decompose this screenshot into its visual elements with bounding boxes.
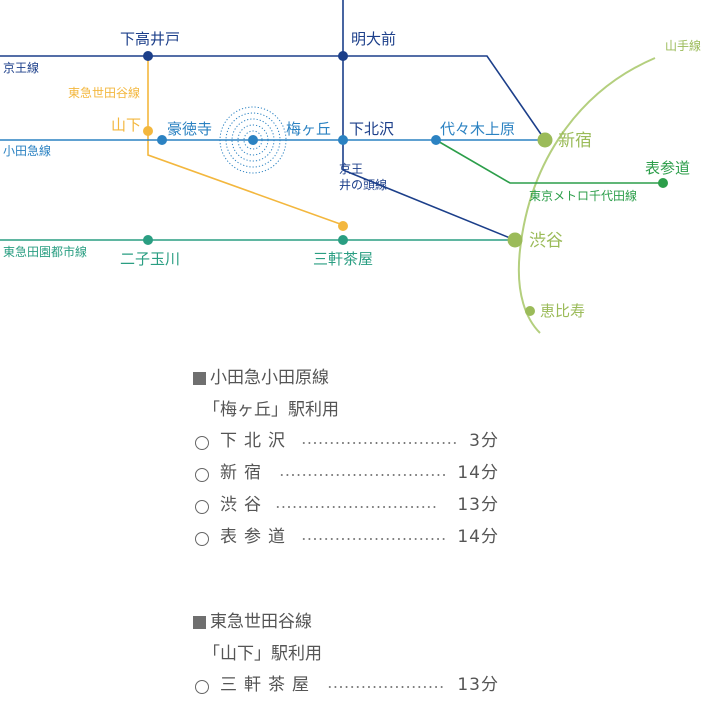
station-dot-omotesando xyxy=(658,178,668,188)
label-shibuya: 渋谷 xyxy=(529,231,563,251)
keio-line xyxy=(0,55,546,141)
access-destination: 三軒茶屋 xyxy=(220,675,316,695)
label-odakyu-line: 小田急線 xyxy=(3,143,51,158)
station-dot-shimokitazawa xyxy=(338,135,348,145)
label-sangenjaya: 三軒茶屋 xyxy=(313,250,373,268)
label-denentoshi-line: 東急田園都市線 xyxy=(3,244,87,259)
label-keio-line: 京王線 xyxy=(3,60,39,75)
label-yamashita: 山下 xyxy=(111,116,141,134)
square-bullet-icon xyxy=(193,616,206,629)
label-meidaimae: 明大前 xyxy=(351,30,396,48)
label-umegaoka: 梅ヶ丘 xyxy=(286,120,331,138)
access-station-note: 「山下」駅利用 xyxy=(203,644,322,664)
circle-bullet-icon xyxy=(195,680,209,694)
access-row: 新宿 14分 xyxy=(193,465,503,497)
station-dot-yoyogiuehara xyxy=(431,135,441,145)
dotted-leader xyxy=(275,506,439,508)
label-inokashira-line-2: 井の頭線 xyxy=(339,177,387,192)
access-time: 13分 xyxy=(457,495,499,515)
circle-bullet-icon xyxy=(195,436,209,450)
circle-bullet-icon xyxy=(195,468,209,482)
route-map: 京王線 東急世田谷線 小田急線 京王 井の頭線 東急田園都市線 東京メトロ千代田… xyxy=(0,0,701,334)
label-setagaya-line: 東急世田谷線 xyxy=(68,85,140,100)
setagaya-line xyxy=(147,56,344,226)
label-shimokitazawa: 下北沢 xyxy=(349,120,394,138)
station-dot-gotokuji xyxy=(157,135,167,145)
access-line-title: 小田急小田原線 xyxy=(210,368,329,388)
label-shinjuku: 新宿 xyxy=(558,131,592,151)
station-dot-shibuya xyxy=(507,232,523,248)
dotted-leader xyxy=(301,442,459,444)
label-yamanote-line: 山手線 xyxy=(665,38,701,53)
dotted-leader xyxy=(301,538,447,540)
station-dot-umegaoka xyxy=(248,135,258,145)
label-futakotamagawa: 二子玉川 xyxy=(120,250,180,268)
station-dot-ebisu xyxy=(525,306,535,316)
station-dot-shimotakaido xyxy=(143,51,153,61)
access-station-note: 「梅ヶ丘」駅利用 xyxy=(203,400,339,420)
circle-bullet-icon xyxy=(195,532,209,546)
umegaoka-highlight-rings xyxy=(219,106,287,174)
station-dot-sangenjaya-setagaya xyxy=(338,221,348,231)
access-time: 13分 xyxy=(457,675,499,695)
access-row: 渋谷 13分 xyxy=(193,497,503,529)
station-dot-yamashita xyxy=(143,126,153,136)
circle-bullet-icon xyxy=(195,500,209,514)
station-dot-shinjuku xyxy=(537,132,553,148)
label-yoyogiuehara: 代々木上原 xyxy=(440,120,515,138)
label-chiyoda-line: 東京メトロ千代田線 xyxy=(529,188,637,203)
access-time: 14分 xyxy=(457,527,499,547)
access-block-odakyu: 小田急小田原線 「梅ヶ丘」駅利用 下北沢 3分 新宿 14分 渋谷 13分 表参… xyxy=(193,370,503,561)
station-dot-futakotamagawa xyxy=(143,235,153,245)
access-destination: 表参道 xyxy=(220,527,292,547)
chiyoda-line xyxy=(435,139,663,184)
station-dot-sangenjaya xyxy=(338,235,348,245)
access-block-setagaya: 東急世田谷線 「山下」駅利用 三軒茶屋 13分 xyxy=(193,614,503,709)
access-row: 下北沢 3分 xyxy=(193,433,503,465)
access-line-title: 東急世田谷線 xyxy=(210,612,312,632)
station-dot-meidaimae xyxy=(338,51,348,61)
access-time: 14分 xyxy=(457,463,499,483)
access-time: 3分 xyxy=(469,431,499,451)
label-shimotakaido: 下高井戸 xyxy=(120,30,180,48)
square-bullet-icon xyxy=(193,372,206,385)
label-ebisu: 恵比寿 xyxy=(540,302,585,320)
dotted-leader xyxy=(279,474,447,476)
access-row: 表参道 14分 xyxy=(193,529,503,561)
access-row: 三軒茶屋 13分 xyxy=(193,677,503,709)
label-gotokuji: 豪徳寺 xyxy=(167,120,212,138)
dotted-leader xyxy=(327,686,445,688)
access-destination: 新宿 xyxy=(220,463,268,483)
label-omotesando: 表参道 xyxy=(645,159,690,177)
label-inokashira-line-1: 京王 xyxy=(339,162,363,176)
access-destination: 渋谷 xyxy=(220,495,268,515)
access-destination: 下北沢 xyxy=(220,431,292,451)
